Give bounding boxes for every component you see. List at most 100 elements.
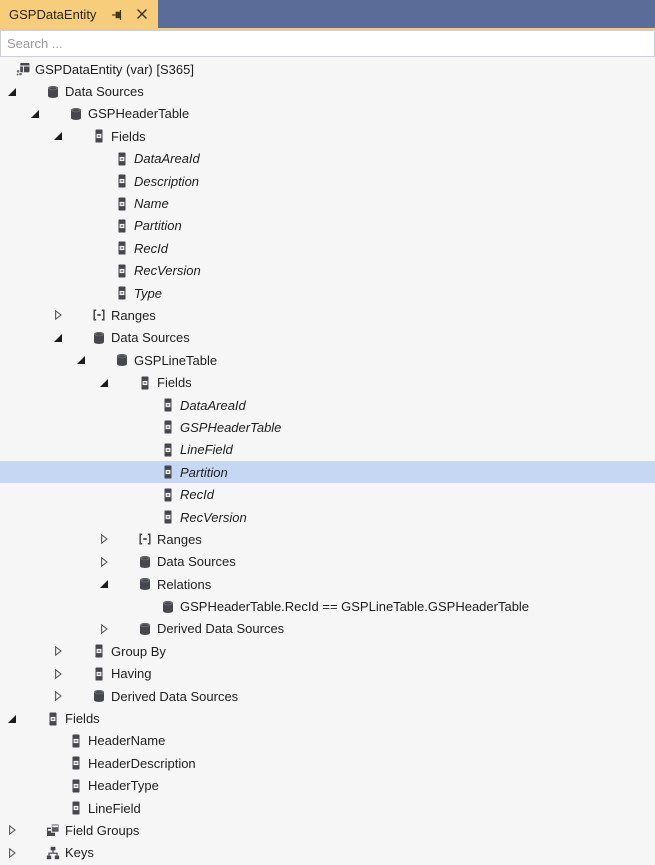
tree-node[interactable]: DataAreaId bbox=[0, 148, 655, 170]
field-icon bbox=[46, 712, 60, 726]
tree-node[interactable]: Relations bbox=[0, 573, 655, 595]
tree-node[interactable]: Field Groups bbox=[0, 819, 655, 841]
expander-expanded-icon[interactable] bbox=[7, 714, 46, 724]
pin-icon[interactable] bbox=[109, 6, 125, 22]
tree-node[interactable]: GSPDataEntity (var) [S365] bbox=[0, 58, 655, 80]
tree-node[interactable]: Data Sources bbox=[0, 551, 655, 573]
entity-icon bbox=[16, 62, 30, 76]
tree-node-label: HeaderDescription bbox=[88, 755, 196, 771]
database-icon bbox=[161, 600, 175, 614]
tree-node[interactable]: GSPHeaderTable bbox=[0, 103, 655, 125]
expander-collapsed-icon[interactable] bbox=[53, 668, 92, 679]
tree-node[interactable]: Description bbox=[0, 170, 655, 192]
tree-node[interactable]: Derived Data Sources bbox=[0, 618, 655, 640]
expander-expanded-icon[interactable] bbox=[53, 131, 92, 141]
tree-node-label: Partition bbox=[180, 464, 228, 480]
tree-node[interactable]: RecId bbox=[0, 483, 655, 505]
expander-expanded-icon[interactable] bbox=[99, 579, 138, 589]
tree-node-label: Keys bbox=[65, 845, 94, 861]
field-groups-icon bbox=[46, 823, 60, 837]
tab-strip: GSPDataEntity bbox=[0, 0, 655, 30]
database-icon bbox=[92, 689, 106, 703]
database-icon bbox=[69, 107, 83, 121]
tree-node[interactable]: GSPHeaderTable bbox=[0, 416, 655, 438]
tree-node-label: Fields bbox=[157, 375, 192, 391]
tree-node[interactable]: Type bbox=[0, 282, 655, 304]
tree-node-label: RecVersion bbox=[180, 509, 247, 525]
tree-node[interactable]: Fields bbox=[0, 371, 655, 393]
tree-node-label: RecVersion bbox=[134, 263, 201, 279]
expander-expanded-icon[interactable] bbox=[53, 333, 92, 343]
tree-node[interactable]: LineField bbox=[0, 797, 655, 819]
ranges-icon bbox=[138, 532, 152, 546]
tree-node[interactable]: Data Sources bbox=[0, 327, 655, 349]
tree-node-label: Fields bbox=[111, 128, 146, 144]
tree-node[interactable]: Partition bbox=[0, 215, 655, 237]
expander-collapsed-icon[interactable] bbox=[53, 310, 92, 321]
tree-node-label: Group By bbox=[111, 643, 166, 659]
tree-node[interactable]: Having bbox=[0, 663, 655, 685]
tree-node[interactable]: DataAreaId bbox=[0, 394, 655, 416]
tab-title: GSPDataEntity bbox=[9, 6, 97, 22]
tree-node[interactable]: Group By bbox=[0, 640, 655, 662]
database-icon bbox=[46, 85, 60, 99]
tree-node-label: Ranges bbox=[157, 531, 202, 547]
expander-collapsed-icon[interactable] bbox=[7, 825, 46, 836]
expander-expanded-icon[interactable] bbox=[76, 355, 115, 365]
tree-node[interactable]: RecId bbox=[0, 237, 655, 259]
expander-collapsed-icon[interactable] bbox=[7, 847, 46, 858]
field-icon bbox=[161, 443, 175, 457]
tree-node[interactable]: Fields bbox=[0, 707, 655, 729]
expander-collapsed-icon[interactable] bbox=[99, 623, 138, 634]
tree-node[interactable]: HeaderName bbox=[0, 730, 655, 752]
tab-gspdataentity[interactable]: GSPDataEntity bbox=[0, 0, 159, 28]
tree-node[interactable]: Data Sources bbox=[0, 80, 655, 102]
tree-node-label: Fields bbox=[65, 711, 100, 727]
tree-node-label: GSPHeaderTable bbox=[180, 419, 282, 435]
expander-collapsed-icon[interactable] bbox=[53, 646, 92, 657]
tree-node[interactable]: GSPLineTable bbox=[0, 349, 655, 371]
tree-node[interactable]: Name bbox=[0, 192, 655, 214]
tree-node[interactable]: Ranges bbox=[0, 528, 655, 550]
tree-node[interactable]: RecVersion bbox=[0, 506, 655, 528]
tree-node[interactable]: Fields bbox=[0, 125, 655, 147]
tree-node-label: GSPDataEntity (var) [S365] bbox=[35, 61, 194, 77]
tree-node-label: Field Groups bbox=[65, 822, 140, 838]
expander-expanded-icon[interactable] bbox=[7, 87, 46, 97]
tree-node[interactable]: LineField bbox=[0, 439, 655, 461]
field-icon bbox=[115, 152, 129, 166]
tree-node-label: HeaderName bbox=[88, 733, 166, 749]
tree-node[interactable]: HeaderType bbox=[0, 775, 655, 797]
tree-node-label: DataAreaId bbox=[134, 151, 200, 167]
tree-node-label: GSPLineTable bbox=[134, 352, 218, 368]
database-icon bbox=[92, 331, 106, 345]
field-icon bbox=[115, 241, 129, 255]
expander-collapsed-icon[interactable] bbox=[99, 534, 138, 545]
expander-expanded-icon[interactable] bbox=[99, 378, 138, 388]
expander-collapsed-icon[interactable] bbox=[53, 691, 92, 702]
tree-node[interactable]: Keys bbox=[0, 842, 655, 864]
keys-icon bbox=[46, 846, 60, 860]
close-icon[interactable] bbox=[134, 6, 150, 22]
tree-node-label: Data Sources bbox=[157, 554, 236, 570]
tree-node[interactable]: Derived Data Sources bbox=[0, 685, 655, 707]
database-icon bbox=[138, 555, 152, 569]
expander-collapsed-icon[interactable] bbox=[99, 556, 138, 567]
tree-node[interactable]: RecVersion bbox=[0, 260, 655, 282]
tree-node-label: Description bbox=[134, 173, 200, 189]
tree-node-label: Name bbox=[134, 196, 169, 212]
tree-node[interactable]: Ranges bbox=[0, 304, 655, 326]
entity-tree: GSPDataEntity (var) [S365] Data Sources … bbox=[0, 57, 655, 864]
field-icon bbox=[69, 756, 83, 770]
database-icon bbox=[138, 622, 152, 636]
tree-node-label: RecId bbox=[134, 240, 168, 256]
search-input[interactable] bbox=[0, 30, 655, 57]
expander-expanded-icon[interactable] bbox=[30, 109, 69, 119]
tree-node[interactable]: HeaderDescription bbox=[0, 752, 655, 774]
tree-node-label: RecId bbox=[180, 487, 214, 503]
tree-node-selected[interactable]: Partition bbox=[0, 461, 655, 484]
field-icon bbox=[115, 197, 129, 211]
tree-node-label: GSPHeaderTable bbox=[88, 106, 190, 122]
tree-node[interactable]: GSPHeaderTable.RecId == GSPLineTable.GSP… bbox=[0, 595, 655, 617]
tree-node-label: GSPHeaderTable.RecId == GSPLineTable.GSP… bbox=[180, 599, 530, 615]
